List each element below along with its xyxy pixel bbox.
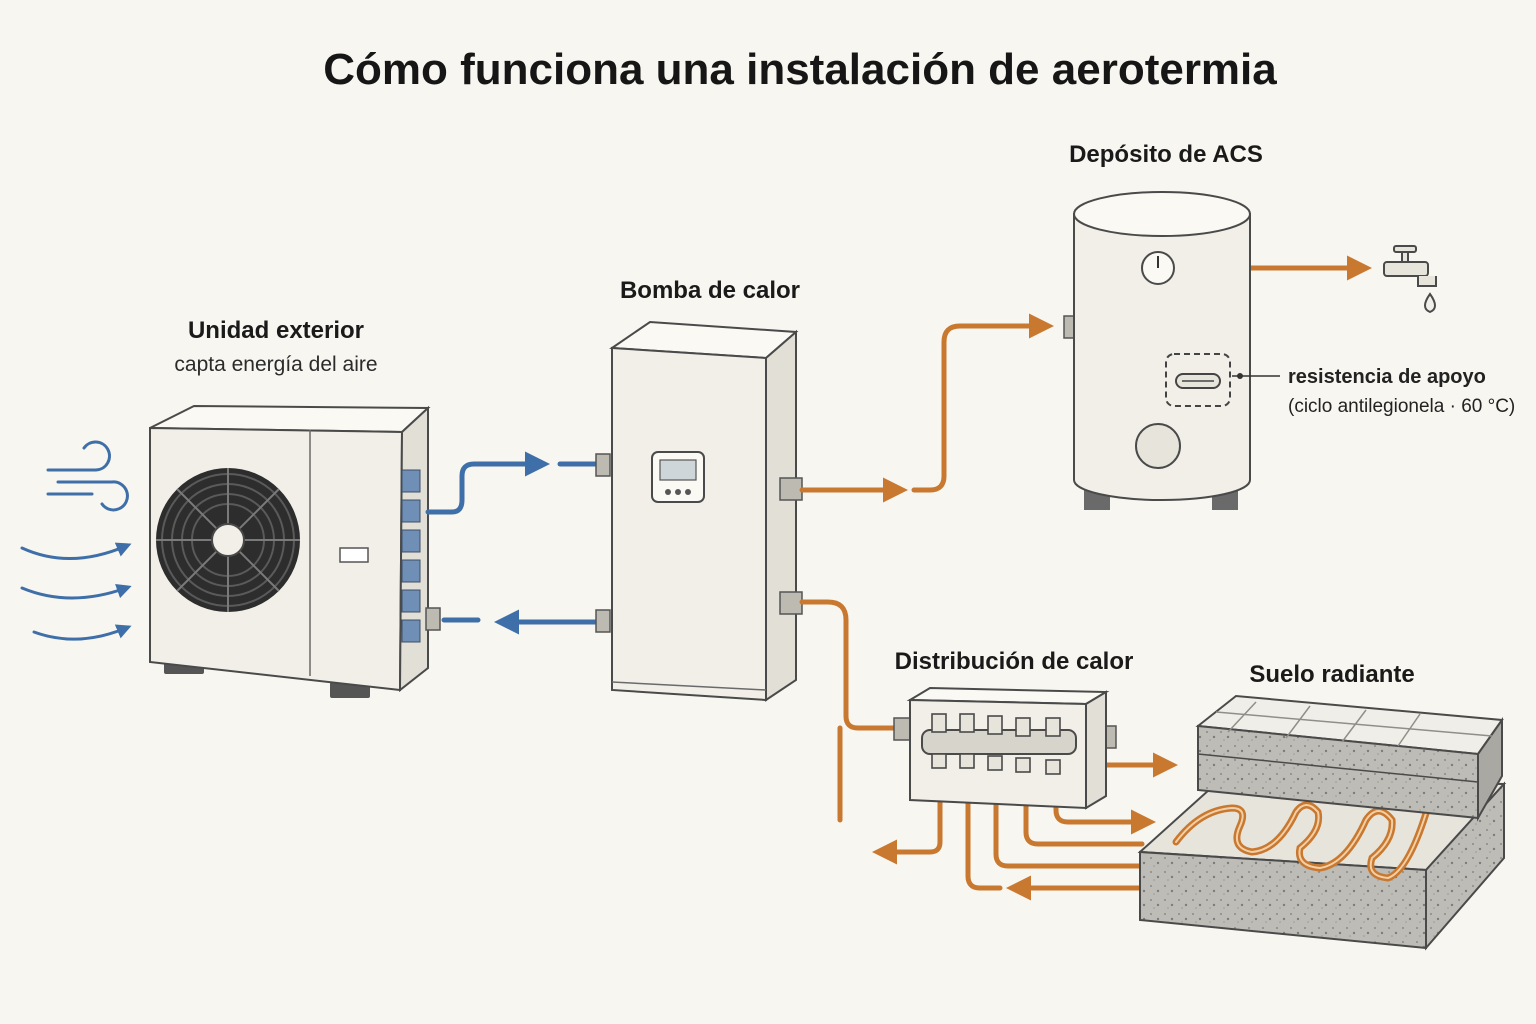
heat-pump: Bomba de calor bbox=[609, 277, 803, 702]
dhw-tank-label: Depósito de ACS bbox=[1069, 141, 1263, 168]
underfloor-heating: Suelo radiante bbox=[1137, 661, 1507, 951]
heat-pump-label: Bomba de calor bbox=[620, 277, 800, 304]
gauge-icon bbox=[1141, 251, 1175, 285]
thermostat-display-icon bbox=[651, 451, 705, 503]
outdoor-unit-sublabel: capta energía del aire bbox=[174, 353, 377, 376]
manifold-label: Distribución de calor bbox=[895, 648, 1134, 675]
underfloor-label: Suelo radiante bbox=[1249, 661, 1414, 688]
heating-element-icon bbox=[1165, 353, 1231, 407]
dhw-tank: Depósito de ACS bbox=[1069, 141, 1280, 510]
backup-heater-note: (ciclo antilegionela · 60 °C) bbox=[1288, 396, 1515, 417]
page-title: Cómo funciona una instalación de aeroter… bbox=[323, 45, 1277, 94]
outdoor-unit: Unidad exterior capta energía del aire bbox=[149, 317, 431, 698]
outdoor-unit-label: Unidad exterior bbox=[188, 317, 364, 344]
refrigerant-pipes bbox=[425, 451, 603, 635]
hot-water-pipes bbox=[799, 255, 1372, 901]
water-drop-icon bbox=[1424, 292, 1436, 314]
tap-icon bbox=[1383, 245, 1437, 287]
backup-heater-label: resistencia de apoyo bbox=[1288, 366, 1486, 388]
wind-icon bbox=[20, 440, 132, 641]
fan-icon bbox=[156, 468, 300, 612]
manifold: Distribución de calor bbox=[895, 648, 1134, 810]
